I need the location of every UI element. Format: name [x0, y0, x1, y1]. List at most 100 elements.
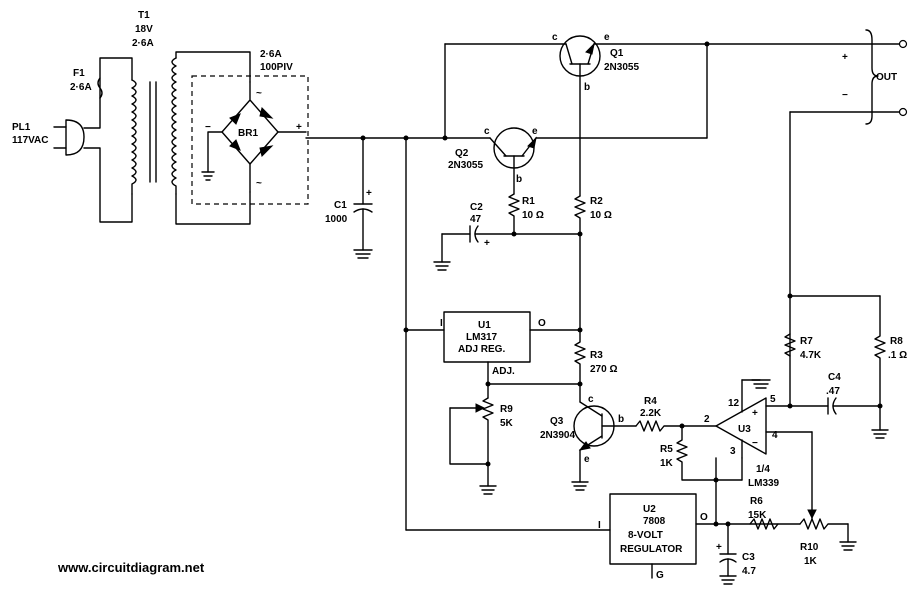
out-plus: +: [842, 52, 848, 63]
u3-pin-5: 5: [770, 394, 776, 405]
r3-name: R3: [590, 350, 603, 361]
resistor-r6: [749, 518, 779, 530]
out-minus: −: [842, 90, 848, 101]
r6-value: 15K: [748, 510, 767, 521]
r1-name: R1: [522, 196, 535, 207]
q2-pin-e: e: [532, 126, 538, 137]
c3-plus: +: [716, 542, 722, 553]
capacitor-c3: [719, 523, 737, 585]
q1-pin-b: b: [584, 82, 590, 93]
u2-name: U2: [643, 504, 656, 515]
r8-name: R8: [890, 336, 903, 347]
t1-current: 2·6A: [132, 38, 154, 49]
br1-rating-current: 2·6A: [260, 49, 282, 60]
u3-pin-4: 4: [772, 430, 778, 441]
r3-value: 270 Ω: [590, 364, 617, 375]
c1-name: C1: [334, 200, 347, 211]
regulator-u1: [405, 311, 581, 387]
r4-name: R4: [644, 396, 657, 407]
r7-name: R7: [800, 336, 813, 347]
r2-name: R2: [590, 196, 603, 207]
u2-in-pin: I: [598, 520, 601, 531]
q2-pin-b: b: [516, 174, 522, 185]
r4-value: 2.2K: [640, 408, 662, 419]
r10-value: 1K: [804, 556, 818, 567]
u1-adj-pin: ADJ.: [492, 366, 515, 377]
pl1-name: PL1: [12, 122, 31, 133]
u3-pin-3: 3: [730, 446, 736, 457]
resistor-r1: [508, 193, 520, 237]
r5-value: 1K: [660, 458, 674, 469]
c1-value: 1000: [325, 214, 348, 225]
resistor-r2: [513, 195, 586, 333]
q2-name: Q2: [455, 148, 469, 159]
u1-name: U1: [478, 320, 491, 331]
q1-pin-c: c: [552, 32, 558, 43]
output-terminals: [865, 29, 908, 125]
c4-name: C4: [828, 372, 841, 383]
c4-value: .47: [826, 386, 840, 397]
u1-out-pin: O: [538, 318, 546, 329]
q2-pin-c: c: [484, 126, 490, 137]
br1-name: BR1: [238, 128, 258, 139]
u3-pin-12: 12: [728, 398, 740, 409]
q3-pin-c: c: [588, 394, 594, 405]
c3-name: C3: [742, 552, 755, 563]
q1-name: Q1: [610, 48, 624, 59]
r2-value: 10 Ω: [590, 210, 612, 221]
br1-rating-piv: 100PIV: [260, 62, 293, 73]
r7-value: 4.7K: [800, 350, 822, 361]
br1-ac-bottom: ~: [256, 178, 262, 189]
q1-pin-e: e: [604, 32, 610, 43]
r9-value: 5K: [500, 418, 514, 429]
c2-name: C2: [470, 202, 483, 213]
u2-gnd-pin: G: [656, 570, 664, 581]
u1-in-pin: I: [440, 318, 443, 329]
u3-fraction: 1/4: [756, 464, 770, 475]
regulator-u2: [405, 493, 801, 579]
u3-part: LM339: [748, 478, 780, 489]
c1-plus: +: [366, 188, 372, 199]
resistor-r3: [487, 329, 586, 403]
potentiometer-r10: [799, 509, 857, 551]
u3-plus: +: [752, 408, 758, 419]
u2-desc1: 8-VOLT: [628, 530, 663, 541]
u2-desc2: REGULATOR: [620, 544, 683, 555]
out-label: OUT: [876, 72, 897, 83]
br1-minus: −: [205, 122, 211, 133]
comparator-u3: [713, 379, 813, 525]
q3-name: Q3: [550, 416, 564, 427]
c2-value: 47: [470, 214, 482, 225]
q3-part: 2N3904: [540, 430, 575, 441]
capacitor-c2: [433, 225, 515, 271]
output-negative-line: [787, 111, 901, 407]
r1-value: 10 Ω: [522, 210, 544, 221]
f1-value: 2·6A: [70, 82, 92, 93]
f1-name: F1: [73, 68, 85, 79]
u2-part: 7808: [643, 516, 666, 527]
resistor-r8: [871, 295, 889, 439]
u3-pin-2: 2: [704, 414, 710, 425]
plug-pl1: [53, 97, 133, 223]
website-label[interactable]: www.circuitdiagram.net: [57, 560, 205, 575]
q1-part: 2N3055: [604, 62, 639, 73]
capacitor-c1: [353, 137, 373, 259]
br1-plus: +: [296, 122, 302, 133]
t1-name: T1: [138, 10, 150, 21]
u1-part: LM317: [466, 332, 498, 343]
r6-name: R6: [750, 496, 763, 507]
positive-rail: [305, 43, 567, 531]
c2-plus: +: [484, 238, 490, 249]
fuse-f1: [97, 57, 133, 99]
r10-name: R10: [800, 542, 819, 553]
transistor-q1: [559, 35, 901, 197]
c3-value: 4.7: [742, 566, 756, 577]
potentiometer-r9: [449, 383, 497, 495]
u2-out-pin: O: [700, 512, 708, 523]
t1-voltage: 18V: [135, 24, 153, 35]
capacitor-c4: [789, 397, 881, 415]
q3-pin-b: b: [618, 414, 624, 425]
r9-name: R9: [500, 404, 513, 415]
